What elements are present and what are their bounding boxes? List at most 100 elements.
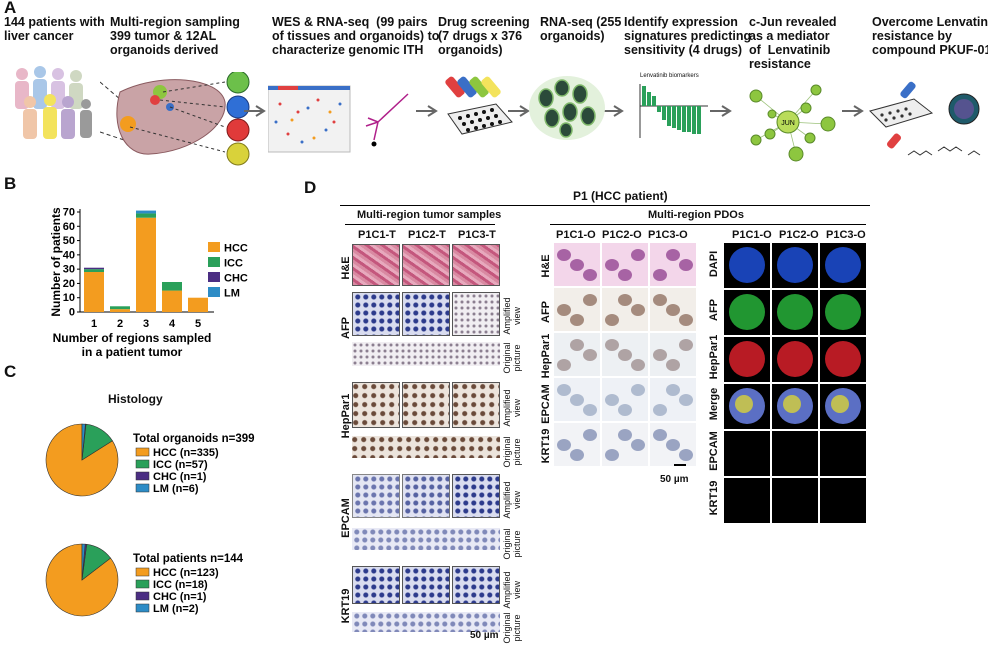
tumor-heppar1-original [352, 436, 500, 458]
legend-swatch [208, 242, 220, 252]
step-sampling: Multi-region sampling 399 tumor & 12AL o… [110, 15, 240, 57]
bar-segment-lm [136, 210, 156, 214]
if-image-grid [724, 243, 866, 523]
arrow-icon [602, 105, 624, 117]
amplified-view-label: Amplified view [502, 389, 522, 427]
compound-illustration [869, 81, 981, 156]
x-tick-label: 5 [195, 318, 201, 330]
legend-swatch [135, 459, 150, 469]
organoid-fluorescence [729, 247, 765, 283]
bar-segment-chc [84, 267, 104, 270]
legend-label: CHC [224, 273, 248, 285]
pie-slice-lm [81, 423, 86, 461]
step-rnaseq: RNA-seq (255 organoids) [540, 15, 622, 43]
tumor-header: Multi-region tumor samples [357, 209, 502, 221]
original-picture-label: Original picture [502, 612, 522, 644]
tumor-row-epcam: EPCAM [340, 498, 352, 538]
organoid-blob [570, 314, 584, 326]
original-picture-label: Original picture [502, 436, 522, 468]
legend-label: LM (n=6) [153, 483, 199, 495]
legend-label: HCC (n=335) [153, 447, 219, 459]
organoid-blob [666, 304, 680, 316]
y-tick-label: 70 [63, 207, 75, 219]
pdo-col-2: P1C2-O [602, 229, 642, 241]
pdo-header: Multi-region PDOs [648, 209, 744, 221]
organoid-fluorescence [729, 341, 765, 377]
organoid-blob [605, 449, 619, 461]
organoid-blob [570, 339, 584, 351]
tumor-krt19-amplified [402, 566, 450, 604]
tumor-heppar1-amplified [352, 382, 400, 428]
step-patients: 144 patients with liver cancer [4, 15, 105, 43]
legend-label: ICC [224, 258, 243, 270]
pdo-row-krt19: KRT19 [540, 428, 552, 464]
pdo-col-1: P1C1-O [556, 229, 596, 241]
organoid-blob [570, 259, 584, 271]
step-overcome: Overcome Lenvatinib resistance by compou… [872, 15, 988, 57]
arrow-icon [842, 105, 864, 117]
bar-segment-icc [162, 282, 182, 291]
x-tick-label: 3 [143, 318, 149, 330]
organoid-blob [679, 449, 693, 461]
organoid-blob [605, 259, 619, 271]
legend-label: LM [224, 288, 240, 300]
organoid-blob [618, 349, 632, 361]
bar-segment-hcc [110, 309, 130, 312]
y-tick-label: 60 [63, 221, 75, 233]
tumor-epcam-amplified [452, 474, 500, 518]
tumor-header-line [345, 224, 495, 225]
organoid-dish-illustration [529, 76, 605, 140]
title-underline [340, 205, 870, 206]
legend-swatch [135, 591, 150, 601]
organoid-blob [666, 439, 680, 451]
organoid-fluorescence [777, 247, 813, 283]
organoid-fluorescence [729, 294, 765, 330]
arrow-icon [710, 105, 732, 117]
tumor-epcam-amplified [402, 474, 450, 518]
pdo-scale-bar-label: 50 µm [660, 474, 689, 485]
x-tick-label: 1 [91, 318, 97, 330]
arrow-icon [508, 105, 530, 117]
y-axis-label: Number of patients [49, 207, 63, 317]
pdo-image-grid [554, 243, 696, 466]
organoid-blob [653, 349, 667, 361]
organoid-blob [583, 404, 597, 416]
tumor-heppar1-amplified [452, 382, 500, 428]
y-tick-label: 30 [63, 264, 75, 276]
organoid-blob [605, 339, 619, 351]
legend-label: ICC (n=18) [153, 579, 208, 591]
bar-segment-hcc [84, 272, 104, 312]
step-sequencing: WES & RNA-seq (99 pairs of tissues and o… [272, 15, 440, 57]
organoid-blob [583, 269, 597, 281]
biomarker-bar-thumbnail [639, 84, 708, 138]
arrow-icon [416, 105, 438, 117]
tumor-afp-amplified [402, 292, 450, 336]
panel-d-title: P1 (HCC patient) [573, 189, 668, 203]
if-col-1: P1C1-O [732, 229, 772, 241]
patients-illustration [15, 66, 92, 139]
bar-segment-icc [110, 306, 130, 310]
tumor-col-2: P1C2-T [408, 229, 446, 241]
panel-c-letter: C [4, 362, 17, 381]
y-tick-label: 20 [63, 278, 75, 290]
x-tick-label: 2 [117, 318, 123, 330]
organoid-fluorescence [825, 341, 861, 377]
organoid-blob [557, 304, 571, 316]
tumor-col-1: P1C1-T [358, 229, 396, 241]
tumor-krt19-amplified [452, 566, 500, 604]
organoid-blob [557, 249, 571, 261]
panel-a-letter: A [4, 0, 17, 17]
legend-label: CHC (n=1) [153, 471, 207, 483]
x-axis-label: Number of regions sampled [53, 331, 212, 345]
panel-b-letter: B [4, 174, 17, 193]
organoid-blob [653, 404, 667, 416]
organoid-blob [618, 404, 632, 416]
organoid-blob [666, 359, 680, 371]
organoid-blob [631, 384, 645, 396]
legend-label: HCC (n=123) [153, 567, 219, 579]
liver-illustration [100, 72, 250, 166]
pdo-scale-bar [674, 464, 686, 466]
organoid-blob [570, 449, 584, 461]
tumor-epcam-amplified [352, 474, 400, 518]
tumor-row-afp: AFP [340, 317, 352, 339]
